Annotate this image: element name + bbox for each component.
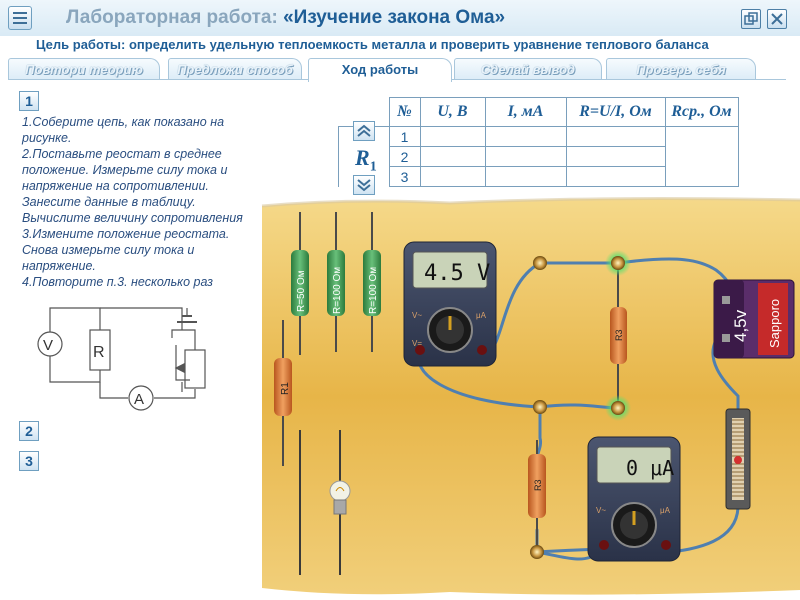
ammeter[interactable] [587, 436, 681, 562]
resistor-label: R1 [355, 145, 377, 175]
schematic-ammeter-label: A [134, 391, 144, 408]
voltmeter[interactable] [403, 241, 497, 367]
circuit-wires [416, 257, 744, 561]
cell-resistance[interactable] [565, 166, 666, 187]
instruction-line: 2.Поставьте реостат в среднее [22, 147, 222, 161]
cell-current[interactable] [484, 166, 567, 187]
tab-conclusion[interactable]: Сделай вывод [454, 58, 602, 80]
resistor-50-ohm[interactable] [291, 250, 309, 316]
lab-board [262, 198, 800, 595]
node-terminal[interactable] [611, 401, 625, 415]
goal-text: Цель работы: определить удельную теплоем… [36, 37, 709, 52]
cell-avg-resistance[interactable] [664, 126, 739, 187]
instruction-line: Вычислите величину сопротивления [22, 211, 243, 225]
instruction-line: Снова измерьте силу тока и [22, 243, 195, 257]
battery-brand: Sapporo [767, 299, 782, 348]
step-3-button[interactable]: 3 [19, 451, 39, 471]
ammeter-display: 0 μA [626, 456, 674, 480]
schematic-resistor-label: R [93, 344, 105, 361]
resistor-letter: R [355, 145, 370, 170]
resistor-index: 1 [369, 159, 377, 175]
resistor-r1[interactable] [274, 358, 292, 416]
menu-icon[interactable] [8, 6, 32, 30]
resistor-r3-top[interactable] [610, 307, 627, 364]
col-header-number: № [388, 97, 421, 127]
col-header-current: I, мА [484, 97, 567, 127]
cell-voltage[interactable] [419, 166, 486, 187]
tab-self-check[interactable]: Проверь себя [606, 58, 756, 80]
resistor-100-label: R=100 Ом [368, 267, 379, 314]
resistor-r3-top-label: R3 [614, 329, 624, 341]
battery-voltage: 4,5v [731, 309, 750, 342]
instructions: 1.Соберите цепь, как показано на рисунке… [22, 114, 262, 290]
table-row: 1 [338, 126, 739, 187]
cell-current[interactable] [484, 146, 567, 167]
rheostat[interactable] [725, 408, 751, 510]
row-number: 3 [388, 166, 421, 187]
row-number: 2 [388, 146, 421, 167]
node-terminal[interactable] [533, 400, 547, 414]
spare-resistors [291, 212, 381, 355]
row-number: 1 [388, 126, 421, 147]
instruction-line: положение. Измерьте силу тока и [22, 163, 228, 177]
instruction-line: 3.Измените положение реостата. [22, 227, 230, 241]
schematic-voltmeter-label: V [43, 337, 53, 354]
tab-theory[interactable]: Повтори теорию [8, 58, 160, 80]
resistor-100-label: R=100 Ом [332, 267, 343, 314]
instruction-line: напряжение на сопротивлении. [22, 179, 209, 193]
col-header-avg-resistance: Rср., Ом [664, 97, 739, 127]
node-terminal[interactable] [611, 256, 625, 270]
top-bar [0, 0, 800, 36]
title-main: «Изучение закона Ома» [283, 7, 506, 28]
restore-window-icon[interactable] [741, 9, 761, 29]
tab-procedure[interactable]: Ход работы [308, 58, 452, 82]
measurement-table: № U, В I, мА R=U/I, Ом Rср., Ом 1 2 3 [338, 97, 739, 187]
resistor-50-label: R=50 Ом [296, 270, 307, 312]
resistor-r3-bottom-label: R3 [533, 479, 543, 491]
ammeter-terminal-label: μA [660, 506, 671, 515]
resistor-100-ohm[interactable] [327, 250, 345, 316]
col-header-resistance: R=U/I, Ом [565, 97, 666, 127]
cell-voltage[interactable] [419, 126, 486, 147]
voltmeter-display: 4.5 V [424, 261, 490, 286]
cell-resistance[interactable] [565, 146, 666, 167]
instruction-line: напряжение. [22, 259, 96, 273]
page-title: Лабораторная работа: «Изучение закона Ом… [66, 7, 505, 29]
chevron-up-icon [357, 124, 371, 137]
instruction-line: Занесите данные в таблицу. [22, 195, 196, 209]
cell-resistance[interactable] [565, 126, 666, 147]
voltmeter-terminal-label: V= [412, 339, 422, 348]
node-terminal[interactable] [533, 256, 547, 270]
step-1-button[interactable]: 1 [19, 91, 39, 111]
instruction-line: 4.Повторите п.3. несколько раз [22, 275, 213, 289]
cell-current[interactable] [484, 126, 567, 147]
tab-propose[interactable]: Предложи способ [168, 58, 302, 80]
tab-bar: Повтори теорию Предложи способ Ход работ… [8, 58, 786, 82]
instruction-line: рисунке. [22, 131, 72, 145]
cell-voltage[interactable] [419, 146, 486, 167]
light-bulb-icon[interactable] [329, 480, 351, 515]
close-icon[interactable] [767, 9, 787, 29]
circuit-schematic [37, 307, 206, 411]
voltmeter-terminal-label: μA [476, 311, 487, 320]
instruction-line: 1.Соберите цепь, как показано на [22, 115, 225, 129]
previous-resistor-button[interactable] [353, 121, 375, 141]
col-header-voltage: U, В [419, 97, 486, 127]
resistor-r1-label: R1 [280, 382, 291, 395]
resistor-100-ohm[interactable] [363, 250, 381, 316]
battery[interactable] [713, 279, 795, 359]
title-prefix: Лабораторная работа: [66, 7, 284, 28]
node-terminal[interactable] [530, 545, 544, 559]
chevron-down-icon [357, 179, 371, 192]
resistor-r3-bottom[interactable] [528, 454, 546, 518]
ammeter-terminal-label: V~ [596, 506, 606, 515]
circuit-nodes [530, 250, 631, 559]
next-resistor-button[interactable] [353, 175, 375, 195]
voltmeter-terminal-label: V~ [412, 311, 422, 320]
step-2-button[interactable]: 2 [19, 421, 39, 441]
rheostat-slider[interactable] [734, 456, 742, 464]
